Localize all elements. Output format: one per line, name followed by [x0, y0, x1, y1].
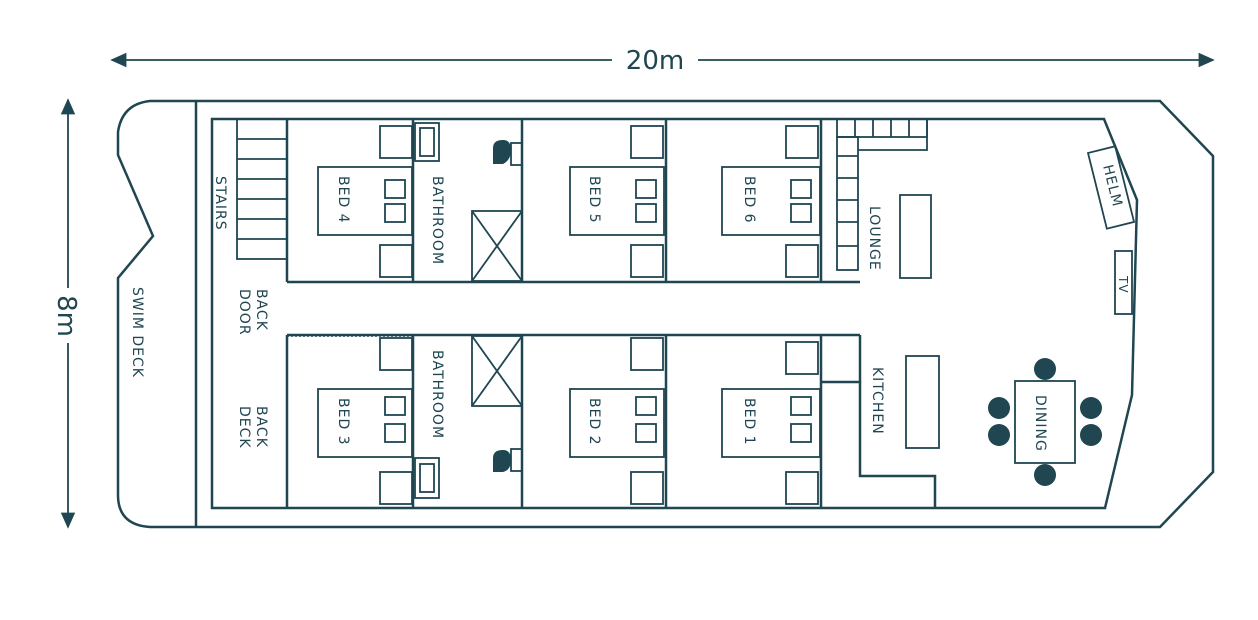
length-dimension: 20m — [110, 46, 1215, 76]
label-back-door-line2: DOOR — [236, 289, 252, 336]
label-bed-2: BED 2 — [586, 398, 602, 446]
label-bed-1: BED 1 — [741, 398, 757, 446]
label-bed-3: BED 3 — [335, 398, 351, 446]
label-bed-4: BED 4 — [335, 176, 351, 224]
bed-1 — [721, 341, 821, 505]
label-bathroom-top: BATHROOM — [429, 176, 445, 265]
stairs — [236, 118, 288, 260]
lounge-seating — [836, 118, 932, 279]
bed-5 — [569, 125, 665, 278]
kitchen-counter — [821, 355, 940, 508]
bed-2 — [569, 337, 665, 505]
label-lounge: LOUNGE — [866, 206, 882, 271]
interior-outline — [210, 117, 1139, 510]
width-label: 8m — [51, 295, 81, 337]
bathroom-top-fixtures — [414, 122, 523, 282]
label-bathroom-bottom: BATHROOM — [429, 350, 445, 439]
length-label: 20m — [626, 46, 684, 76]
label-back-deck-line2: DECK — [236, 406, 252, 449]
bed-4 — [317, 125, 413, 278]
label-tv: TV — [1116, 275, 1130, 294]
label-kitchen: KITCHEN — [869, 367, 885, 435]
bed-6 — [721, 125, 821, 278]
dining-table — [988, 358, 1102, 486]
bed-3 — [317, 337, 413, 505]
label-bed-5: BED 5 — [586, 176, 602, 224]
label-back-deck-line1: BACK — [253, 406, 269, 448]
bathroom-bottom-fixtures — [414, 335, 523, 499]
helm-console — [1086, 145, 1136, 230]
width-dimension: 8m — [51, 98, 81, 529]
label-swim-deck: SWIM DECK — [129, 287, 145, 378]
hull-outline — [116, 99, 1215, 529]
label-stairs: STAIRS — [212, 176, 228, 231]
tv-unit — [1114, 250, 1133, 315]
label-bed-6: BED 6 — [741, 176, 757, 224]
label-dining: DINING — [1032, 395, 1048, 452]
label-back-door-line1: BACK — [253, 289, 269, 331]
